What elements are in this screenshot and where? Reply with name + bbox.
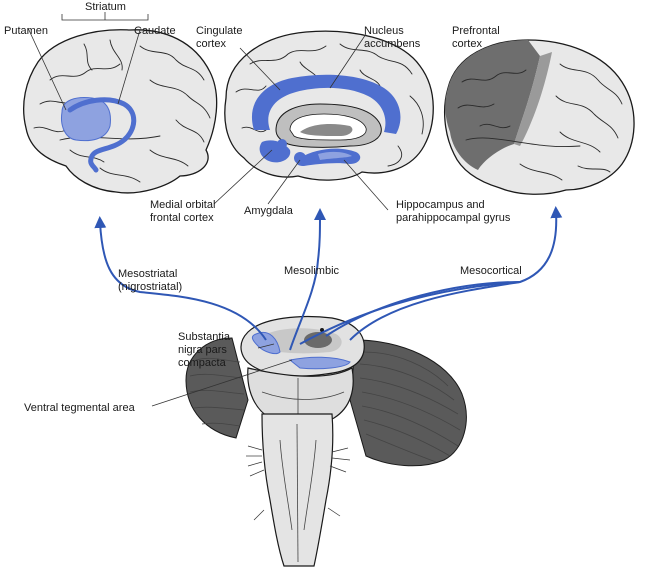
cerebellum-right xyxy=(349,339,467,467)
label-medial-orbital-line1: Medial orbital xyxy=(150,199,215,211)
label-mesolimbic: Mesolimbic xyxy=(284,265,340,277)
mesostriatal-arrow xyxy=(94,216,267,341)
substantia-nigra-region xyxy=(251,332,281,355)
label-amygdala: Amygdala xyxy=(244,205,294,217)
nucleus-accumbens-region xyxy=(277,139,287,149)
mesocortical-arrow-2 xyxy=(325,281,521,337)
label-accumbens-line1: Nucleus xyxy=(364,25,404,37)
label-accumbens-line2: accumbens xyxy=(364,38,421,50)
label-prefrontal-line2: cortex xyxy=(452,38,482,50)
labels: Striatum Putamen Caudate Cingulate corte… xyxy=(4,1,522,414)
label-vta: Ventral tegmental area xyxy=(24,402,136,414)
mesocortical-arrow-1 xyxy=(299,281,521,345)
label-hippocampus-line2: parahippocampal gyrus xyxy=(396,212,511,224)
pathway-arrows xyxy=(94,206,563,351)
brainstem xyxy=(185,315,467,567)
caudate-tail xyxy=(67,97,137,173)
label-cingulate-line2: cortex xyxy=(196,38,226,50)
label-mesostriatal-line1: Mesostriatal xyxy=(118,268,177,280)
vta-region xyxy=(288,356,351,370)
label-substantia-line3: compacta xyxy=(178,357,227,369)
label-hippocampus-line1: Hippocampus and xyxy=(396,199,485,211)
label-mesostriatal-line2: (nigrostriatal) xyxy=(118,281,182,293)
amygdala-region xyxy=(294,152,306,164)
label-caudate: Caudate xyxy=(134,25,176,37)
label-substantia-line2: nigra pars xyxy=(178,344,227,356)
mesolimbic-arrow xyxy=(289,208,326,351)
label-prefrontal-line1: Prefrontal xyxy=(452,25,500,37)
label-medial-orbital-line2: frontal cortex xyxy=(150,212,214,224)
brain-medial-limbic xyxy=(224,30,434,181)
mesocortical-arrow-3 xyxy=(349,206,563,341)
label-mesocortical: Mesocortical xyxy=(460,265,522,277)
leader-lines xyxy=(27,12,389,407)
label-striatum: Striatum xyxy=(85,1,126,13)
cerebellum-left xyxy=(185,337,249,439)
cingulate-cortex-region xyxy=(251,74,401,134)
pons xyxy=(247,367,354,427)
label-putamen: Putamen xyxy=(4,25,48,37)
brain-lateral-prefrontal xyxy=(444,39,635,195)
label-substantia-line1: Substantia xyxy=(178,331,231,343)
label-cingulate-line1: Cingulate xyxy=(196,25,242,37)
brain-lateral-striatum xyxy=(23,29,218,194)
